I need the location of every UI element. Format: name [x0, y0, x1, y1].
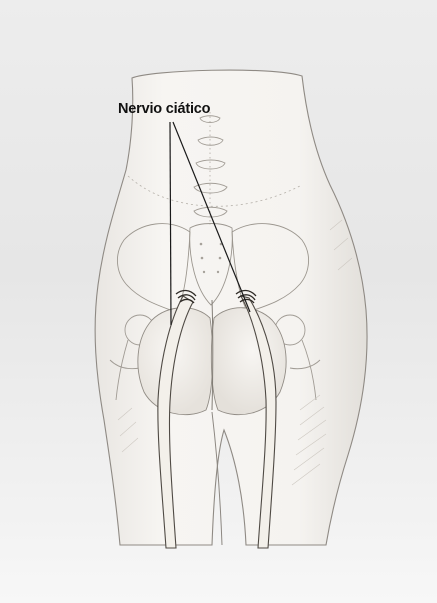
- nerve-callout-label: Nervio ciático: [118, 101, 210, 117]
- body-silhouette: [95, 70, 367, 545]
